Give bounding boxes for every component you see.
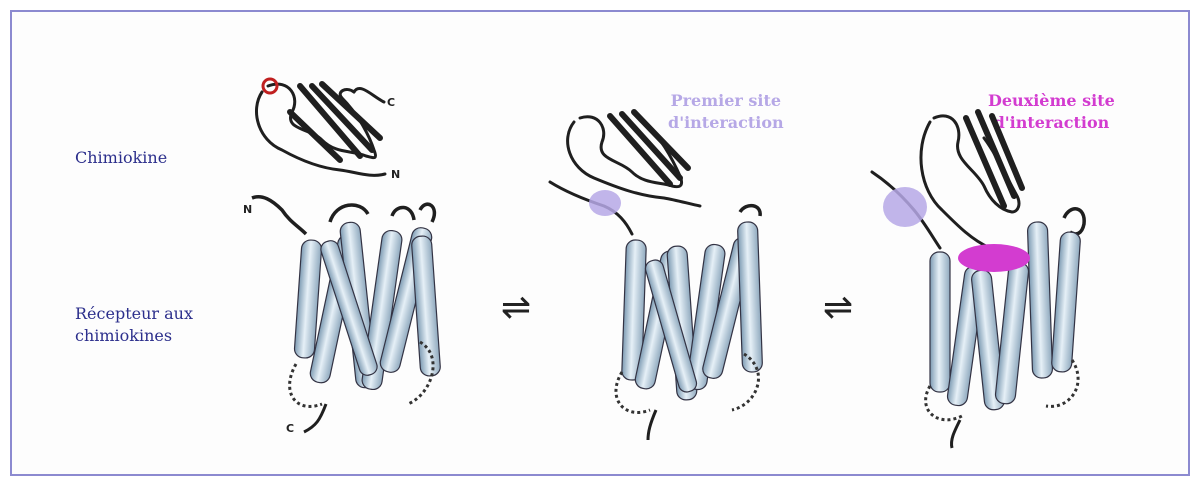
c-terminus-label-2: C — [286, 422, 294, 435]
second-site-marker — [958, 244, 1030, 272]
receptor-3 — [926, 209, 1085, 448]
chemokine-structure-2 — [550, 112, 700, 234]
first-site-marker-panel2 — [589, 190, 621, 216]
first-site-marker-panel3 — [883, 187, 927, 227]
n-terminus-label-2: N — [243, 203, 252, 216]
receptor-1: N C — [243, 197, 441, 435]
chemokine-structure-1 — [256, 84, 385, 175]
n-terminus-label-1: N — [391, 168, 400, 181]
chemokine-structure-3 — [872, 112, 1022, 248]
receptor-2 — [616, 206, 763, 440]
c-terminus-label-1: C — [387, 96, 395, 109]
